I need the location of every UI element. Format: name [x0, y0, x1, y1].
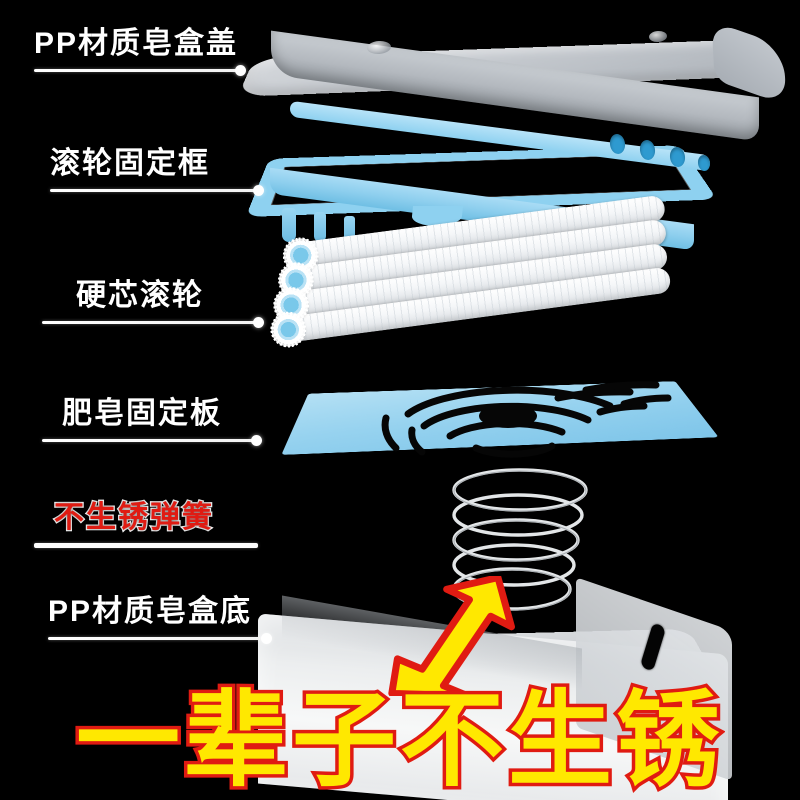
part-roller-frame: [245, 100, 732, 251]
plate-slot-pattern: [381, 381, 672, 458]
callout-knob-dot: [253, 184, 264, 196]
frame-leg: [344, 216, 355, 242]
part-rustproof-spring: [428, 468, 608, 628]
frame-leg: [314, 212, 326, 242]
callout-plate-label: 肥皂固定板: [62, 397, 222, 430]
highlight-arrow-icon: [376, 574, 556, 700]
callout-frame-label: 滚轮固定框: [50, 147, 210, 180]
frame-leg: [282, 208, 296, 242]
callout-frame-rule: [50, 184, 264, 196]
callout-base: PP材质皂盒底: [48, 595, 272, 644]
callout-rollers-label: 硬芯滚轮: [76, 279, 204, 312]
roller-gear-end: [271, 312, 306, 347]
callout-lid: PP材质皂盒盖: [34, 27, 246, 76]
callout-plate-rule: [42, 434, 262, 446]
banner-text: 一辈子不生锈: [72, 682, 724, 799]
callout-knob-dot: [261, 632, 272, 644]
callout-knob-dot: [251, 434, 262, 446]
callout-spring: 不生锈弹簧: [34, 501, 258, 548]
callout-rollers-rule: [42, 316, 264, 328]
callout-frame: 滚轮固定框: [50, 147, 264, 196]
callout-base-rule: [48, 632, 272, 644]
callout-spring-rule: [34, 542, 258, 548]
callout-lid-rule: [34, 64, 246, 76]
callout-rollers: 硬芯滚轮: [42, 279, 264, 328]
lid-dimple: [648, 30, 668, 43]
callout-plate: 肥皂固定板: [42, 397, 262, 446]
spring-coil: [452, 468, 588, 611]
arrow-icon: [388, 574, 515, 700]
callout-base-label: PP材质皂盒底: [48, 595, 253, 628]
callout-lid-label: PP材质皂盒盖: [34, 27, 239, 60]
plate-center-hole: [479, 404, 537, 428]
callout-knob-dot: [253, 316, 264, 328]
bottom-banner: 一辈子不生锈: [0, 682, 800, 799]
part-hard-core-rollers: [271, 194, 692, 378]
callout-knob-dot: [235, 64, 246, 76]
callout-spring-label: 不生锈弹簧: [53, 501, 214, 535]
part-soap-fixing-plate: [281, 352, 720, 492]
